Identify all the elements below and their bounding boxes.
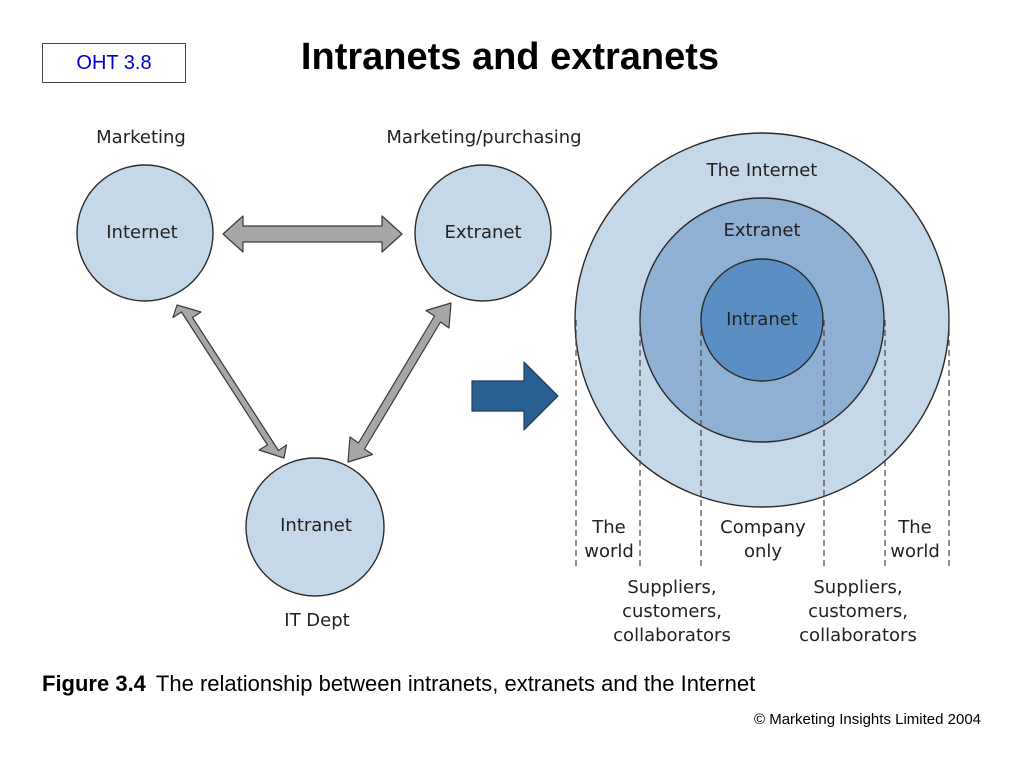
the-world-left-line1: The (591, 517, 625, 538)
oht-label-box: OHT 3.8 (42, 43, 186, 83)
suppliers-right-line1: Suppliers, (813, 577, 902, 598)
internet-extranet-arrow (222, 215, 403, 253)
suppliers-left-line1: Suppliers, (627, 577, 716, 598)
intranet-node (245, 457, 385, 597)
suppliers-left-line3: collaborators (613, 625, 731, 646)
extranet-ring-label: Extranet (723, 220, 800, 241)
extranet-intranet-arrow (347, 302, 452, 463)
internet-intranet-arrow (172, 304, 288, 459)
marketing-caption: Marketing (96, 127, 186, 148)
the-world-left-line2: world (584, 541, 634, 562)
suppliers-left-line2: customers, (622, 601, 722, 622)
company-only-line1: Company (720, 517, 806, 538)
transition-arrow (471, 361, 559, 431)
oht-label: OHT 3.8 (76, 51, 152, 74)
figure-caption-label: Figure 3.4 (42, 671, 146, 696)
intranet-core-label: Intranet (726, 309, 798, 330)
marketing-purchasing-caption: Marketing/purchasing (386, 127, 581, 148)
the-world-right-line1: The (897, 517, 931, 538)
extranet-node-label: Extranet (444, 222, 521, 243)
slide-title: Intranets and extranets (300, 36, 720, 78)
internet-node (76, 164, 214, 302)
figure-caption: Figure 3.4 The relationship between intra… (42, 671, 755, 697)
extranet-node (414, 164, 552, 302)
figure-caption-text: The relationship between intranets, extr… (155, 671, 756, 696)
zone-boundary-lines (575, 320, 950, 568)
intranet-node-label: Intranet (280, 515, 352, 536)
the-internet-label: The Internet (706, 160, 818, 181)
company-only-line2: only (744, 541, 782, 562)
copyright-notice: © Marketing Insights Limited 2004 (754, 711, 981, 728)
it-dept-caption: IT Dept (284, 610, 349, 631)
the-world-right-line2: world (890, 541, 940, 562)
internet-node-label: Internet (106, 222, 177, 243)
suppliers-right-line2: customers, (808, 601, 908, 622)
suppliers-right-line3: collaborators (799, 625, 917, 646)
